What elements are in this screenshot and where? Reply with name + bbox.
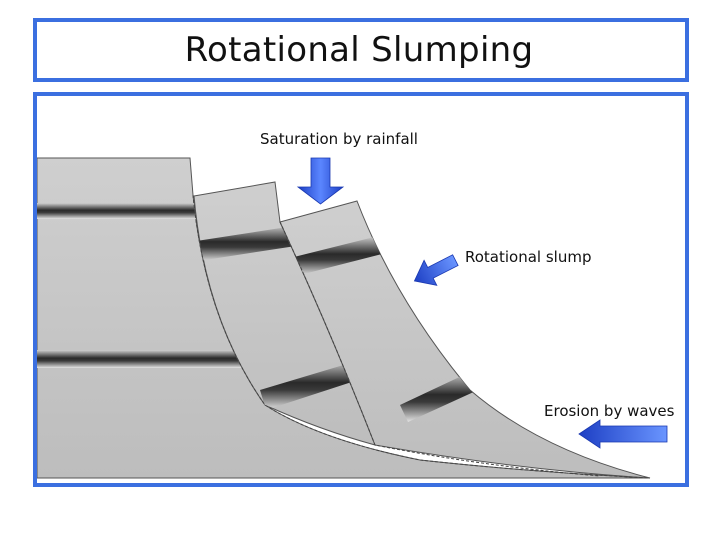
erosion-label: Erosion by waves	[544, 402, 675, 420]
arrow-down-icon	[296, 157, 345, 205]
slump-diagram	[37, 157, 668, 479]
arrow-down-left-icon	[413, 254, 459, 286]
page-title: Rotational Slumping	[184, 30, 534, 70]
arrow-left-icon	[578, 419, 668, 449]
rotational-slump-label: Rotational slump	[465, 248, 592, 266]
slip-surface-1	[192, 194, 651, 479]
diagram-frame: Saturation by rainfall Rotational slump …	[33, 92, 689, 487]
saturation-label: Saturation by rainfall	[260, 130, 418, 148]
slip-surface-2	[279, 221, 601, 477]
title-frame: Rotational Slumping	[33, 18, 689, 82]
